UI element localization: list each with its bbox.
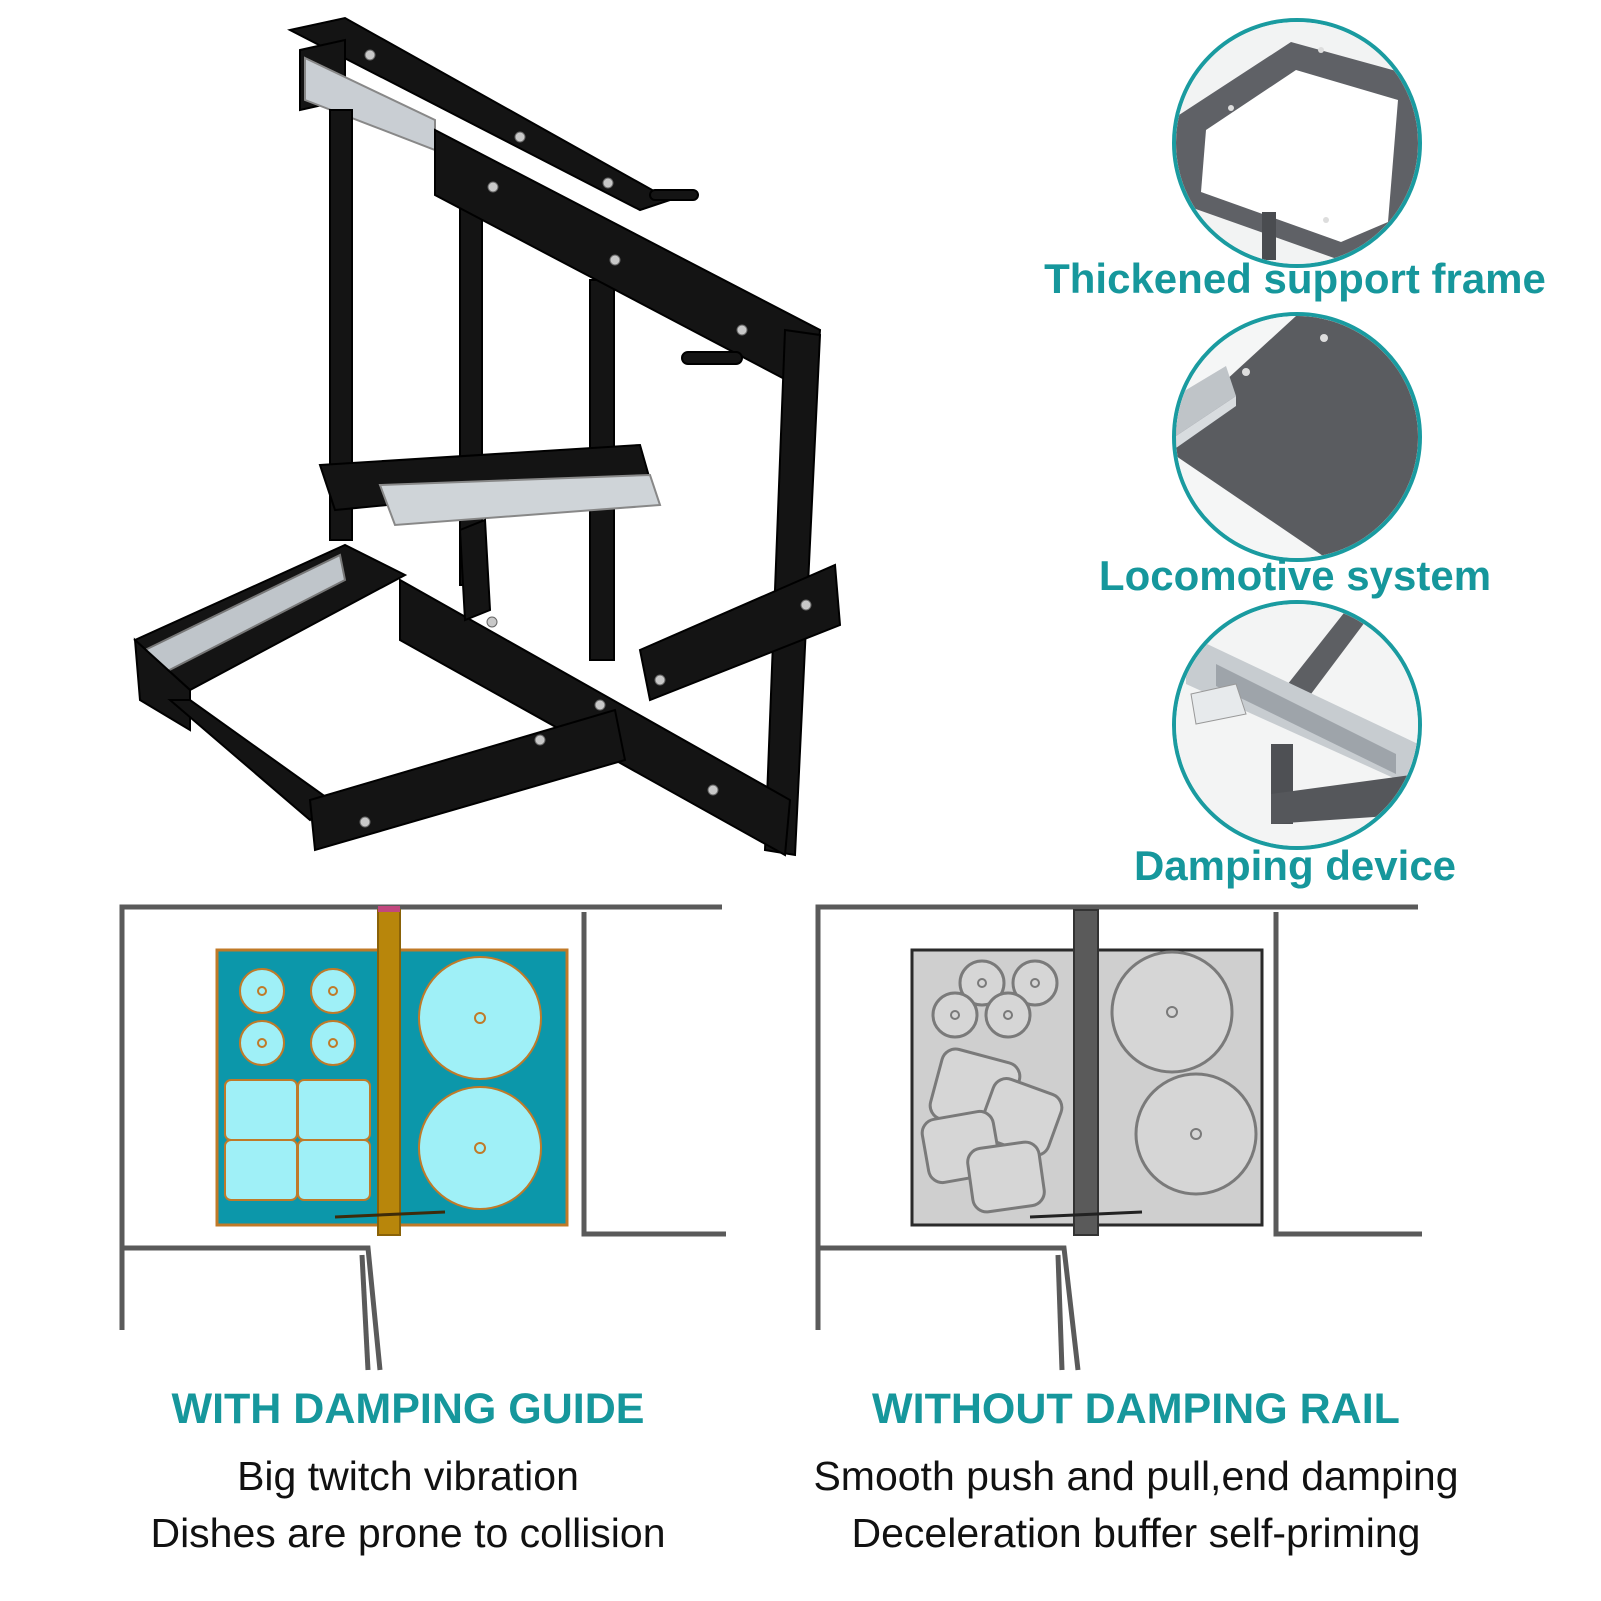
locomotive-label: Locomotive system [1098,552,1492,599]
without-damping-title: WITHOUT DAMPING RAIL [872,1385,1400,1433]
damping-device-label: Damping device [1133,842,1457,889]
damper-closeup [1172,600,1422,850]
support-frame-label: Thickened support frame [1044,255,1546,302]
with-damping-line-1: Big twitch vibration [237,1453,579,1499]
with-damping-line-2: Dishes are prone to collision [150,1510,666,1556]
without-damping-rail-diagram [815,904,1422,1371]
without-damping-line-1: Smooth push and pull,end damping [813,1453,1459,1499]
product-frame-illustration [133,16,842,857]
support-frame-closeup [1172,18,1422,268]
without-damping-line-2: Deceleration buffer self-priming [851,1510,1421,1556]
with-damping-guide-diagram [119,904,726,1371]
slide-rail-closeup [1172,312,1422,562]
with-damping-title: WITH DAMPING GUIDE [171,1385,645,1433]
